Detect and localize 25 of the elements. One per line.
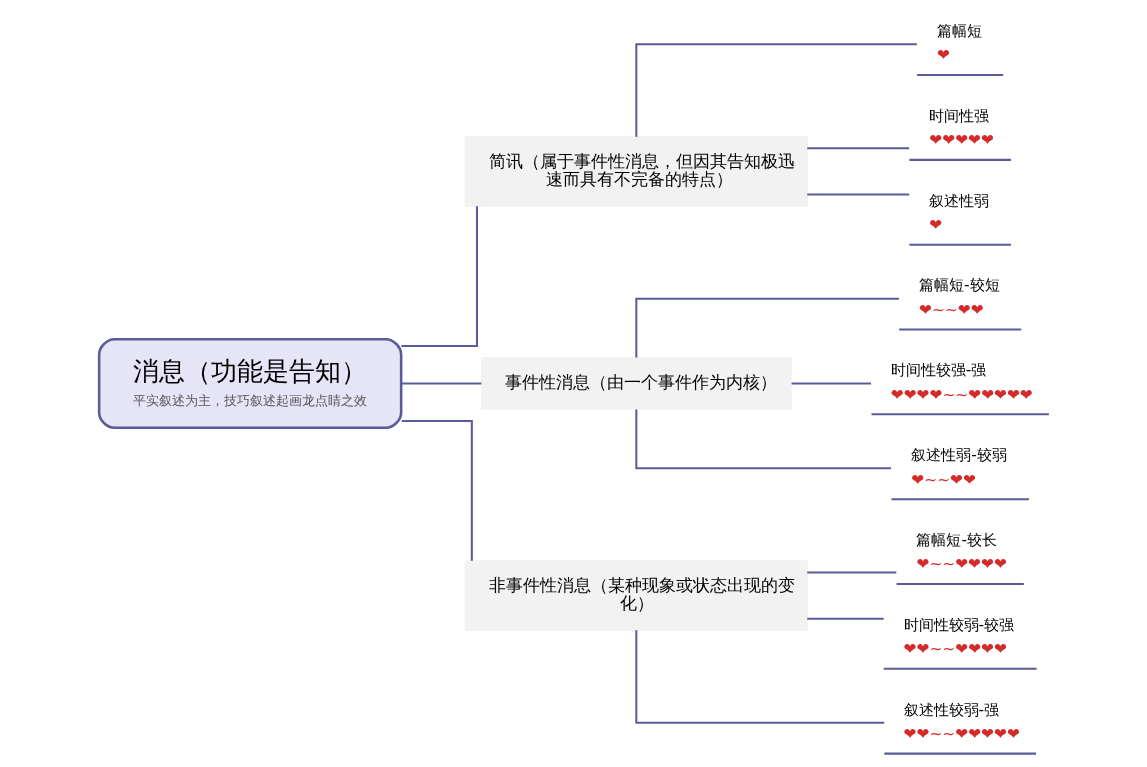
node-text: 篇幅短-较长 ❤~~❤❤❤❤ [915,530,1007,574]
connector [806,193,909,196]
connector [401,382,481,385]
node-text: 叙述性弱-较弱 ❤~~❤❤ [910,446,1007,489]
connector [634,630,884,724]
node-box: 消息（功能是告知） 平实叙述为主，技巧叙述起画龙点睛之效 [97,337,402,430]
connector [400,206,478,347]
node-text: 时间性较弱-较强 ❤❤~~❤❤❤❤ [903,615,1014,659]
connector [634,43,917,137]
node-text: 时间性强 ❤❤❤❤❤ [928,106,994,150]
node-text: 叙述性较弱-强 ❤❤~~❤❤❤❤❤ [903,700,1020,743]
node-box: 事件性消息（由一个事件作为内核） [480,357,792,410]
connector [634,409,891,470]
node-text: 篇幅短-较短 ❤~~❤❤ [918,276,1000,319]
connector [401,420,473,561]
node-text: 篇幅短 ❤ [936,22,982,65]
node-box: 非事件性消息（某种现象或状态出现的变化） [464,560,808,631]
connector [806,147,909,150]
connector [806,617,884,620]
connector [791,382,871,385]
node-text: 时间性较强-强 ❤❤❤❤~~❤❤❤❤❤ [890,361,1033,404]
node-text: 叙述性弱 ❤ [928,191,989,235]
node-box: 简讯（属于事件性消息，但因其告知极迅速而具有不完备的特点） [464,136,808,207]
connector [634,297,899,358]
connector [806,571,896,574]
